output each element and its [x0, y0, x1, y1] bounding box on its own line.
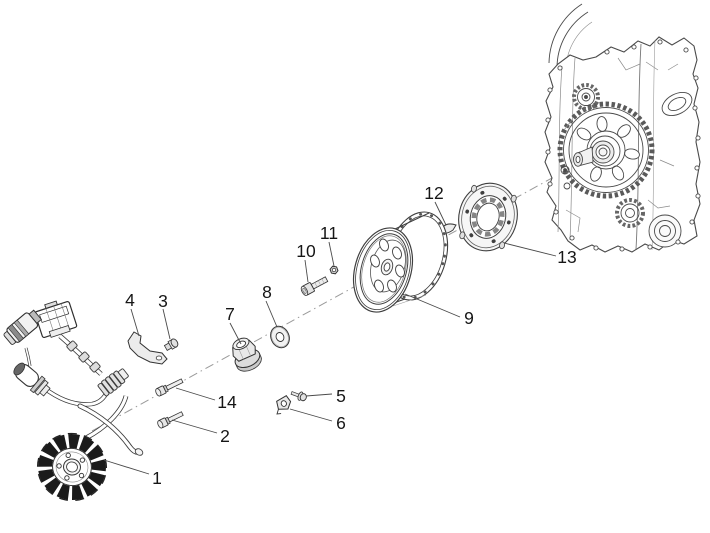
cable-clip [276, 395, 292, 415]
oil-pump-gear [615, 198, 645, 228]
block-connector [34, 300, 78, 339]
small-screw-3 [163, 338, 179, 351]
flywheel-rotor [352, 211, 449, 313]
callout-13: 13 [557, 247, 576, 267]
bearing-boss [648, 91, 693, 248]
stator-assembly [36, 432, 108, 502]
crankshaft-stub [573, 146, 594, 167]
callout-12: 12 [424, 183, 443, 203]
callout-5: 5 [336, 386, 346, 406]
pickup-sensor [13, 362, 51, 397]
washer [270, 325, 290, 349]
callout-10: 10 [296, 241, 316, 261]
idler-gear-top [572, 83, 600, 111]
engine-crankcase [544, 3, 701, 253]
callout-6: 6 [336, 413, 346, 433]
callout-4: 4 [125, 290, 135, 310]
two-pin-connector [3, 309, 43, 345]
small-nut [329, 265, 339, 275]
callout-7: 7 [225, 304, 235, 324]
callout-3: 3 [158, 291, 168, 311]
wiring-harness [3, 300, 129, 441]
callout-9: 9 [464, 308, 474, 328]
callout-1: 1 [152, 468, 162, 488]
flange-nut [232, 337, 262, 372]
callout-14: 14 [217, 392, 237, 412]
socket-bolt [300, 276, 329, 296]
callout-11: 11 [320, 223, 338, 243]
stator-cable-strap [77, 403, 144, 456]
small-screw-5 [290, 391, 307, 402]
bolt-14 [155, 378, 184, 397]
callout-8: 8 [262, 282, 272, 302]
bolt-2 [157, 411, 184, 429]
harness-boot [97, 368, 129, 397]
callout-leader-lines [103, 201, 557, 475]
callout-2: 2 [220, 426, 230, 446]
starter-clutch-ring [458, 182, 518, 252]
